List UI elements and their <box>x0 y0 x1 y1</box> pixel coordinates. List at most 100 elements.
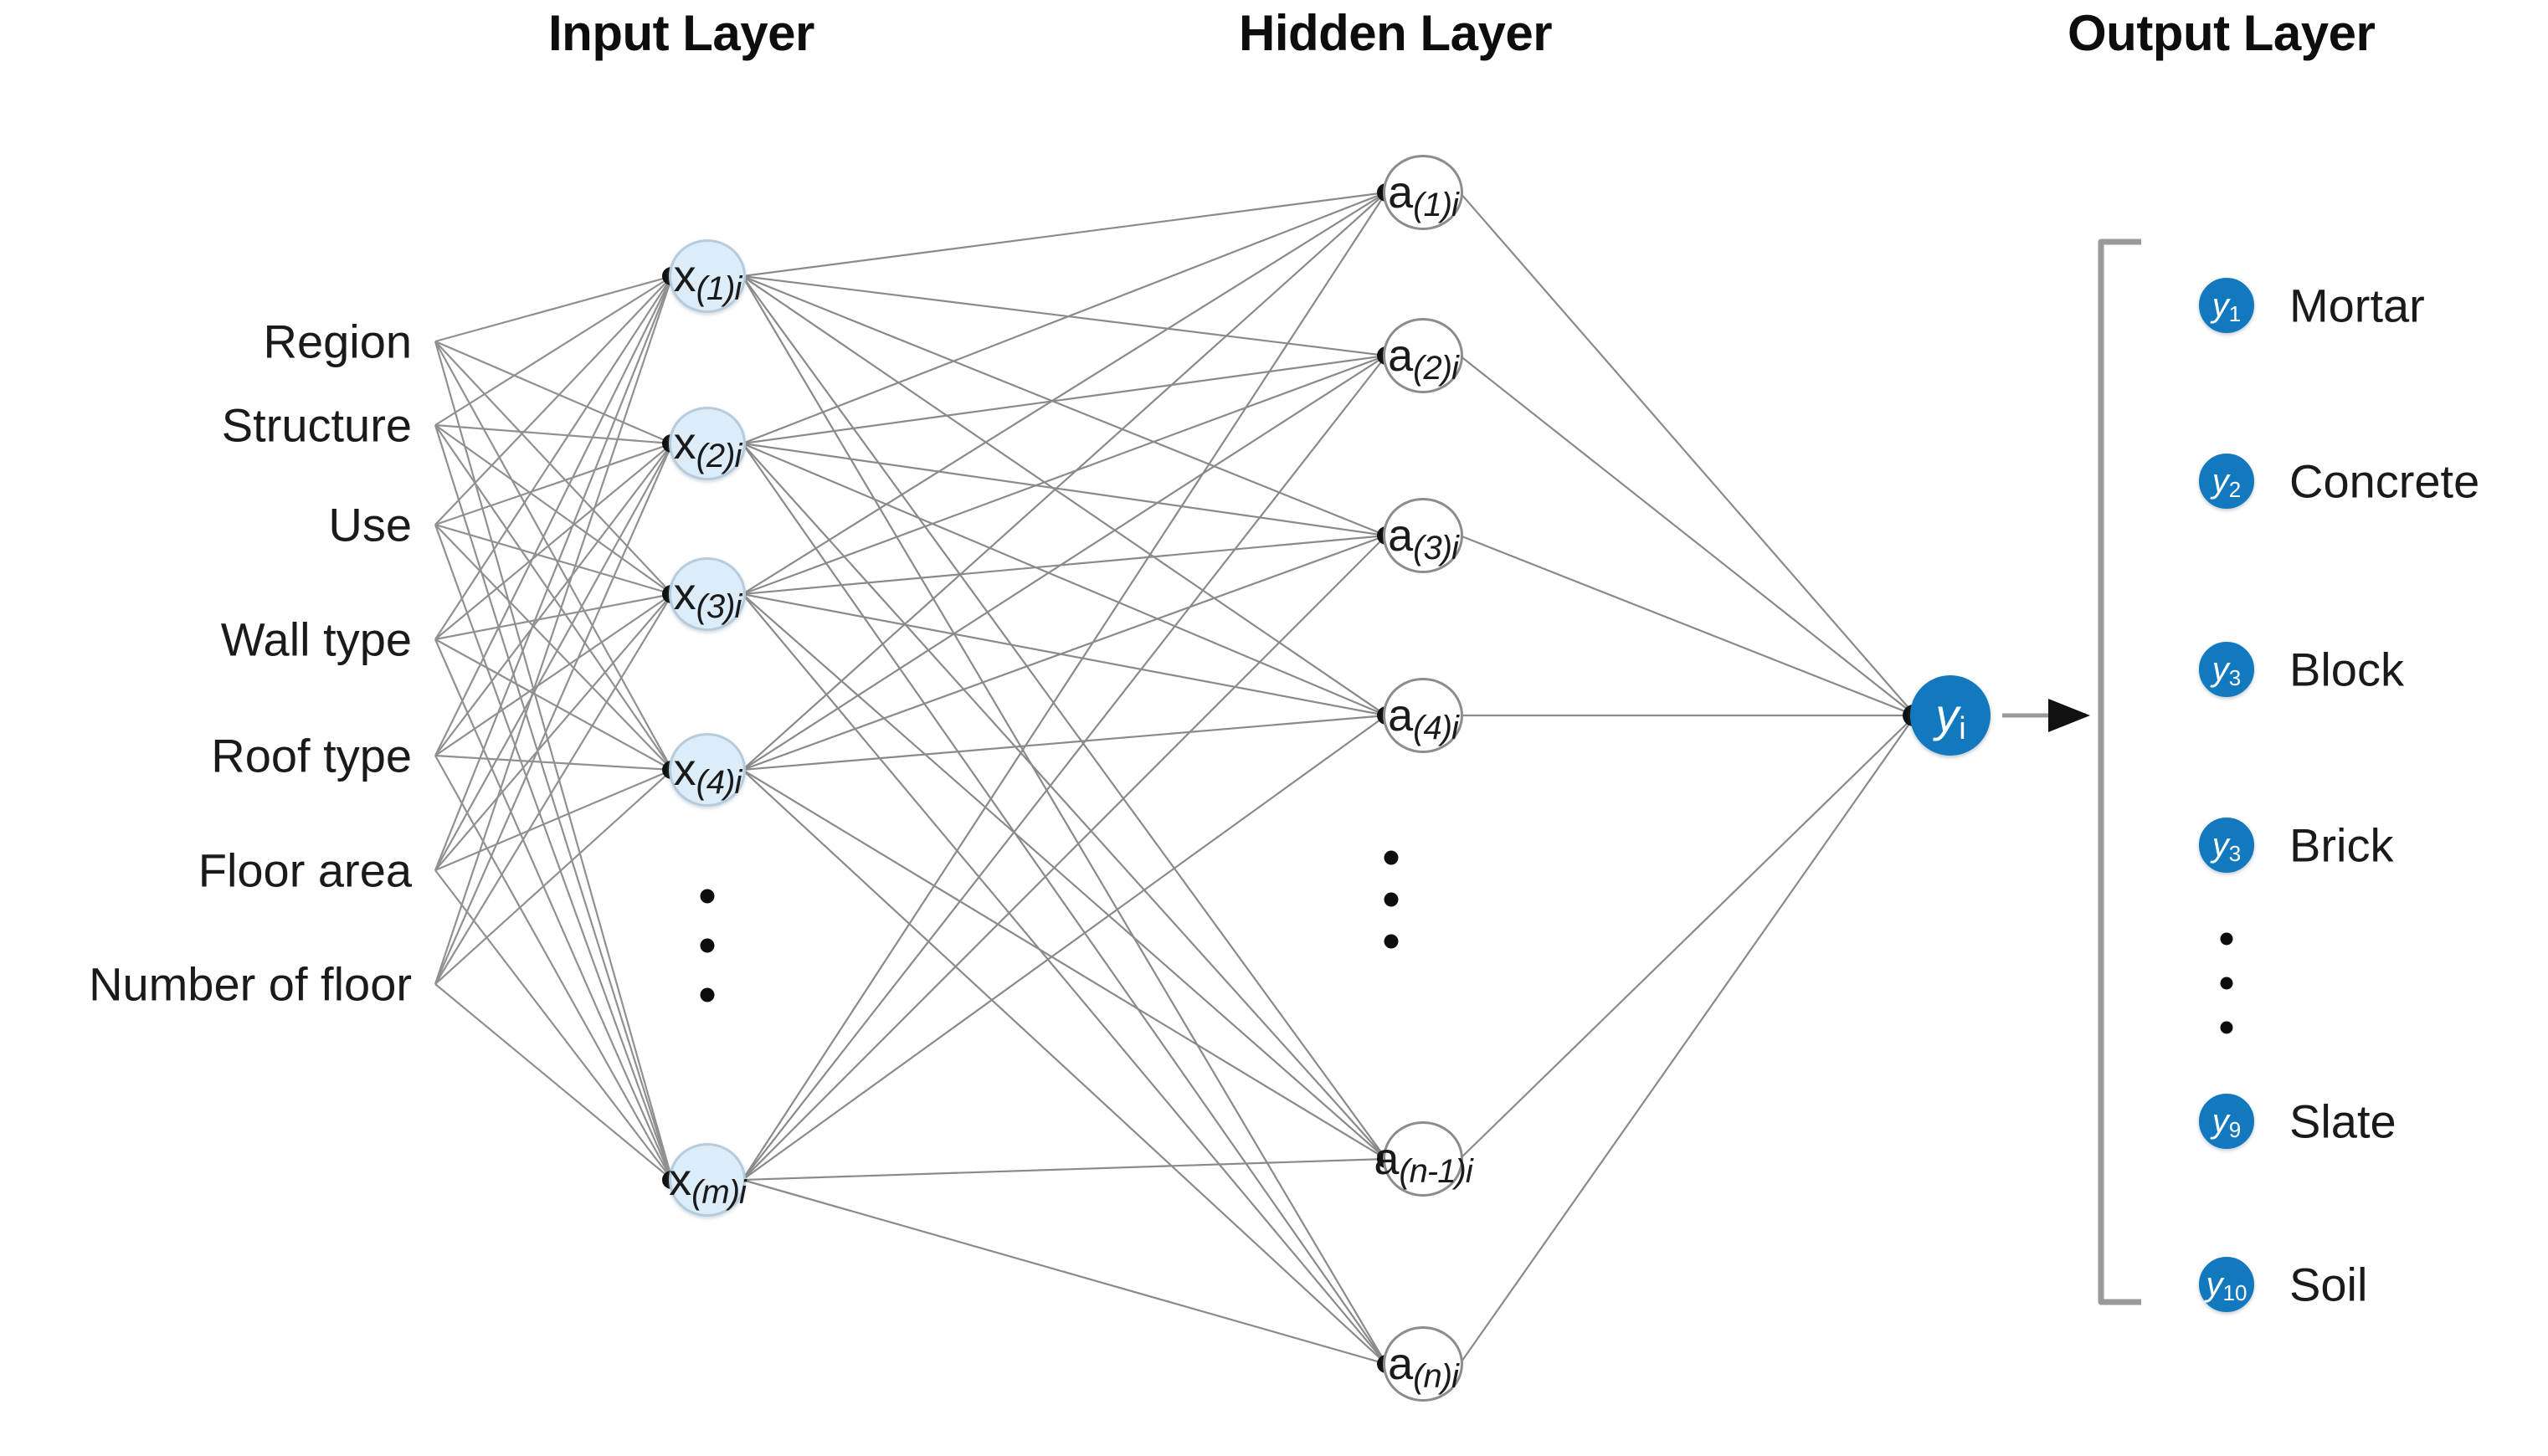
input-node-label: x(m)i <box>669 1155 747 1209</box>
class-base-symbol: y <box>2212 463 2229 500</box>
class-base-symbol: y <box>2212 287 2229 324</box>
class-index: 3 <box>2228 841 2242 866</box>
output-class-node: y3 <box>2199 642 2254 697</box>
ellipsis-dot <box>2220 1021 2233 1034</box>
input-node: x(m)i <box>669 1143 747 1217</box>
output-class-name: Slate <box>2289 1095 2396 1148</box>
class-index: 9 <box>2228 1117 2242 1142</box>
title-input-layer: Input Layer <box>548 5 814 61</box>
output-class-name: Brick <box>2289 818 2394 872</box>
node-base-symbol: a <box>1388 690 1414 741</box>
output-class-name: Concrete <box>2289 454 2480 508</box>
hidden-node: a(3)i <box>1383 498 1463 573</box>
node-base-symbol: x <box>669 1155 692 1205</box>
output-class-symbol: y3 <box>2212 827 2241 864</box>
input-node: x(1)i <box>669 239 746 313</box>
output-class-name: Block <box>2289 643 2404 696</box>
node-base-symbol: a <box>1388 510 1414 561</box>
node-subscript: (1)i <box>696 270 742 307</box>
node-base-symbol: a <box>1388 167 1414 218</box>
node-subscript: (m)i <box>691 1174 747 1211</box>
ellipsis-dot <box>2220 977 2233 990</box>
node-subscript: (4)i <box>696 764 742 801</box>
input-node: x(4)i <box>669 733 746 807</box>
node-subscript: (4)i <box>1413 710 1459 746</box>
class-index: 10 <box>2222 1280 2247 1305</box>
class-base-symbol: y <box>2206 1266 2223 1303</box>
ellipsis-dot <box>700 987 715 1002</box>
class-index: 2 <box>2228 477 2242 502</box>
output-class-node: y10 <box>2199 1257 2254 1312</box>
output-class-node: y2 <box>2199 454 2254 509</box>
title-output-layer: Output Layer <box>2068 5 2376 61</box>
class-base-symbol: y <box>2212 827 2229 864</box>
node-base-symbol: x <box>673 418 696 469</box>
input-feature-label: Number of floor <box>89 957 412 1011</box>
hidden-node: a(4)i <box>1383 678 1463 753</box>
node-subscript: (n)i <box>1413 1358 1459 1395</box>
node-base-symbol: x <box>673 745 696 795</box>
input-feature-label: Structure <box>221 398 412 452</box>
hidden-layer-ellipsis <box>1384 850 1399 949</box>
ellipsis-dot <box>1384 934 1399 949</box>
input-node: x(2)i <box>669 407 746 480</box>
node-base-symbol: x <box>673 251 696 301</box>
output-class-symbol: y10 <box>2206 1266 2247 1304</box>
class-index: 3 <box>2228 665 2242 690</box>
output-node: yi <box>1910 675 1991 756</box>
node-subscript: (1)i <box>1413 187 1459 223</box>
title-hidden-layer: Hidden Layer <box>1239 5 1553 61</box>
input-node-label: x(2)i <box>673 418 742 473</box>
ellipsis-dot <box>1384 892 1399 907</box>
output-class-node: y9 <box>2199 1094 2254 1149</box>
output-list-ellipsis <box>2220 932 2233 1034</box>
node-base-symbol: a <box>1388 331 1414 381</box>
input-node-label: x(1)i <box>673 251 742 305</box>
class-index: 1 <box>2228 301 2242 326</box>
node-base-symbol: x <box>673 569 696 619</box>
node-subscript: (3)i <box>1413 530 1459 567</box>
output-class-symbol: y2 <box>2212 463 2241 500</box>
node-subscript: i <box>1959 711 1966 746</box>
output-class-node: y1 <box>2199 278 2254 333</box>
input-node: x(3)i <box>669 557 746 631</box>
output-class-symbol: y9 <box>2212 1103 2241 1141</box>
input-feature-label: Region <box>263 315 412 368</box>
input-node-label: x(4)i <box>673 745 742 799</box>
hidden-node: a(n)i <box>1383 1326 1463 1402</box>
hidden-node-label: a(4)i <box>1388 690 1459 745</box>
output-list-bracket <box>2098 238 2141 1305</box>
input-feature-label: Use <box>328 498 412 551</box>
hidden-node-label: a(1)i <box>1388 167 1459 222</box>
input-feature-label: Wall type <box>220 613 412 666</box>
ellipsis-dot <box>1384 850 1399 865</box>
node-subscript: (n-1)i <box>1399 1153 1472 1190</box>
output-node-label: yi <box>1935 689 1966 746</box>
class-base-symbol: y <box>2212 1103 2229 1140</box>
ellipsis-dot <box>700 938 715 953</box>
ellipsis-dot <box>700 889 715 904</box>
output-class-symbol: y1 <box>2212 287 2241 325</box>
node-base-symbol: a <box>1388 1339 1414 1389</box>
hidden-node-label: a(n)i <box>1388 1339 1459 1393</box>
node-subscript: (2)i <box>1413 350 1459 387</box>
hidden-node-label: a(2)i <box>1388 331 1459 385</box>
ellipsis-dot <box>2220 932 2233 946</box>
output-class-node: y3 <box>2199 818 2254 873</box>
output-class-symbol: y3 <box>2212 651 2241 689</box>
input-node-label: x(3)i <box>673 569 742 623</box>
hidden-node: a(n-1)i <box>1374 1121 1473 1197</box>
hidden-node-label: a(n-1)i <box>1374 1134 1472 1188</box>
input-layer-ellipsis <box>700 889 715 1002</box>
class-base-symbol: y <box>2212 651 2229 688</box>
input-feature-label: Floor area <box>198 843 412 897</box>
node-subscript: (2)i <box>696 438 742 474</box>
output-class-name: Soil <box>2289 1258 2368 1311</box>
hidden-node: a(1)i <box>1383 155 1463 230</box>
node-base-symbol: a <box>1374 1134 1400 1184</box>
output-class-name: Mortar <box>2289 279 2425 332</box>
node-base-symbol: y <box>1935 689 1960 741</box>
hidden-node: a(2)i <box>1383 318 1463 393</box>
